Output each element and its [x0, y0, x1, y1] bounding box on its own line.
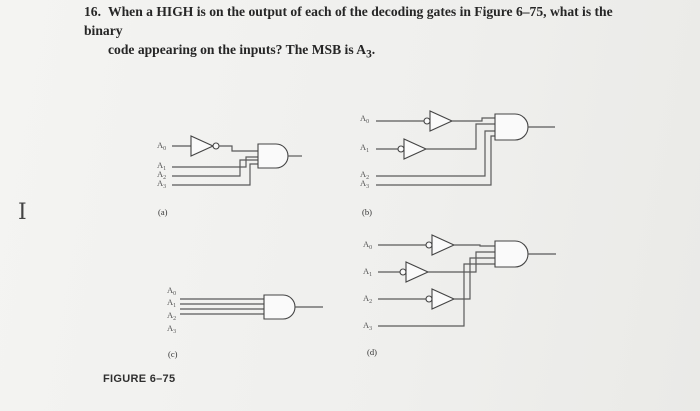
inverter-b-A1-bubble: [397, 145, 405, 153]
label-a-A3: A3: [157, 178, 166, 190]
question-16: 16.When a HIGH is on the output of each …: [84, 2, 644, 65]
wire-b-inv1: [426, 123, 495, 150]
caption-b: (b): [362, 207, 372, 217]
and-gate-c: [263, 294, 296, 320]
label-a-A0: A0: [157, 140, 166, 152]
caption-d: (d): [367, 347, 377, 357]
inverter-d-A0: [431, 234, 456, 256]
caption-a: (a): [158, 207, 168, 217]
inverter-a: [190, 135, 215, 157]
question-text-line1: When a HIGH is on the output of each of …: [84, 4, 613, 38]
label-d-A2: A2: [363, 293, 372, 305]
wire-b-A3: [376, 135, 495, 186]
inverter-d-A2-bubble: [425, 295, 433, 303]
wire-d-A3: [378, 263, 495, 327]
label-b-A1: A1: [360, 142, 369, 154]
wire-d-inv1: [428, 251, 495, 273]
label-c-A2: A2: [167, 310, 176, 322]
label-a-A1: A1: [157, 160, 166, 172]
label-b-A2: A2: [360, 169, 369, 181]
caption-c: (c): [168, 349, 178, 359]
label-d-A1: A1: [363, 266, 372, 278]
inverter-b-A1: [403, 138, 428, 160]
question-text-end: .: [371, 42, 376, 57]
label-b-A0: A0: [360, 113, 369, 125]
inverter-d-A0-bubble: [425, 241, 433, 249]
circuit-a: A0 A1 A2 A3 (a): [157, 135, 302, 217]
circuit-b: A0 A1 A2 A3 (b): [360, 110, 555, 217]
wire-a-A1: [172, 156, 258, 168]
and-gate-a: [257, 143, 289, 169]
question-text-line2: code appearing on the inputs? The MSB is…: [108, 42, 367, 57]
and-gate-b: [494, 113, 529, 141]
circuit-d: A0 A1 A2 A3 (d): [363, 234, 556, 357]
label-c-A3: A3: [167, 323, 176, 335]
inverter-a-bubble: [212, 142, 220, 150]
label-b-A3: A3: [360, 178, 369, 190]
inverter-d-A1-bubble: [399, 268, 407, 276]
circuit-c: A0 A1 A2 A3 (c): [167, 285, 323, 359]
inverter-b-A0: [429, 110, 454, 132]
wire-b-A2: [376, 130, 495, 177]
inverter-b-A0-bubble: [423, 117, 431, 125]
wire-d-inv2: [454, 257, 495, 300]
and-gate-d: [494, 240, 529, 268]
wire-a-inv: [219, 145, 258, 152]
label-c-A0: A0: [167, 285, 176, 297]
inverter-d-A1: [405, 261, 430, 283]
wire-a-A3: [172, 163, 258, 186]
text-cursor-icon: I: [18, 200, 27, 225]
label-c-A1: A1: [167, 297, 176, 309]
wire-b-inv0: [452, 117, 495, 122]
label-d-A0: A0: [363, 239, 372, 251]
wire-d-inv0: [454, 244, 495, 247]
label-d-A3: A3: [363, 320, 372, 332]
inverter-d-A2: [431, 288, 456, 310]
question-number: 16.: [84, 4, 101, 19]
wire-a-A2: [172, 159, 258, 177]
label-a-A2: A2: [157, 169, 166, 181]
figure-label: FIGURE 6–75: [103, 373, 176, 385]
msb-subscript: 3: [366, 48, 372, 61]
